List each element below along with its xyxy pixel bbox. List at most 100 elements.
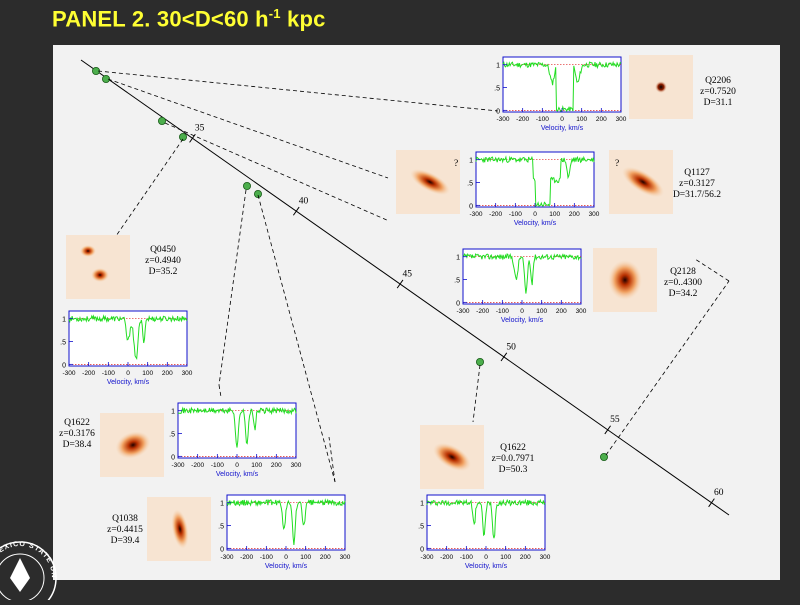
x-tick-label: -200 — [516, 116, 529, 123]
galaxy-image — [420, 425, 484, 489]
page-title: PANEL 2. 30<D<60 h-1 kpc — [52, 6, 326, 32]
x-axis-label: Velocity, km/s — [501, 317, 544, 324]
sightline — [80, 59, 730, 516]
y-tick-label: 0 — [496, 108, 500, 115]
system-name: Q2128 — [670, 267, 696, 277]
x-tick-label: 100 — [300, 554, 311, 561]
x-tick-label: 100 — [549, 211, 560, 218]
y-tick-label: .5 — [467, 181, 473, 188]
flux-curve — [177, 406, 297, 448]
system-name: Q1127 — [684, 168, 710, 178]
x-tick-label: -100 — [260, 554, 273, 561]
connector-line — [97, 70, 499, 112]
seal-icon: NEW MEXICO STATE UNIVERSITY — [0, 515, 57, 605]
y-tick-label: 1 — [469, 158, 473, 165]
x-tick-label: 0 — [520, 308, 524, 315]
x-axis-label: Velocity, km/s — [216, 471, 259, 478]
x-tick-label: 300 — [291, 462, 302, 469]
system-name: Q2206 — [705, 76, 731, 86]
x-tick-label: 200 — [596, 116, 607, 123]
x-tick-label: -200 — [82, 370, 95, 377]
connector-line — [605, 280, 730, 456]
system-redshift: z=0.4940 — [145, 256, 181, 266]
x-tick-label: 200 — [569, 211, 580, 218]
system-distance: D=34.2 — [669, 289, 698, 299]
y-tick-label: 0 — [456, 300, 460, 307]
x-tick-label: 100 — [251, 462, 262, 469]
x-tick-label: 0 — [235, 462, 239, 469]
y-tick-label: 0 — [62, 362, 66, 369]
galaxy-image — [593, 248, 657, 312]
uncertain-mark: ? — [615, 159, 619, 169]
x-tick-label: -100 — [536, 116, 549, 123]
x-tick-label: 300 — [340, 554, 351, 561]
galaxy-core — [621, 166, 665, 198]
university-seal: NEW MEXICO STATE UNIVERSITY — [0, 515, 60, 605]
x-tick-label: 0 — [284, 554, 288, 561]
galaxy-marker — [158, 117, 167, 126]
galaxy-core — [608, 260, 642, 300]
y-tick-label: 0 — [220, 546, 224, 553]
system-name: Q1622 — [64, 418, 90, 428]
system-distance: D=31.1 — [704, 98, 733, 108]
galaxy-core — [91, 268, 109, 282]
x-tick-label: -200 — [191, 462, 204, 469]
flux-curve — [68, 314, 188, 360]
system-redshift: z=0.7520 — [700, 87, 736, 97]
system-redshift: z=0..4300 — [664, 278, 702, 288]
x-tick-label: 0 — [126, 370, 130, 377]
x-tick-label: -300 — [420, 554, 433, 561]
distance-tick — [604, 425, 611, 435]
galaxy-marker — [102, 74, 111, 83]
x-tick-label: -100 — [460, 554, 473, 561]
connector-line — [115, 138, 184, 237]
x-tick-label: -200 — [240, 554, 253, 561]
galaxy-core — [410, 168, 450, 196]
y-tick-label: 1 — [496, 63, 500, 70]
distance-tick — [292, 206, 300, 216]
galaxy-core — [171, 509, 189, 549]
x-tick-label: -300 — [469, 211, 482, 218]
connector-line — [107, 78, 389, 179]
x-tick-label: -200 — [489, 211, 502, 218]
distance-tick — [500, 352, 508, 362]
system-name: Q1622 — [500, 443, 526, 453]
distance-tick-label: 55 — [610, 415, 620, 425]
distance-tick-label: 45 — [403, 269, 413, 279]
svg-text:NEW MEXICO STATE UNIVERSITY: NEW MEXICO STATE UNIVERSITY — [0, 520, 57, 579]
flux-curve — [462, 252, 582, 294]
galaxy-core — [115, 431, 151, 459]
y-tick-label: 1 — [62, 317, 66, 324]
galaxy-core — [433, 442, 471, 472]
y-tick-label: 0 — [420, 546, 424, 553]
galaxy-core — [655, 81, 667, 93]
x-tick-label: -300 — [456, 308, 469, 315]
system-redshift: z=0.0.7971 — [492, 454, 535, 464]
galaxy-image — [147, 497, 211, 561]
x-axis-label: Velocity, km/s — [541, 125, 584, 132]
x-tick-label: 200 — [556, 308, 567, 315]
x-axis-label: Velocity, km/s — [465, 563, 508, 570]
system-redshift: z=0.3127 — [679, 179, 715, 189]
galaxy-marker — [475, 357, 484, 366]
system-redshift: z=0.3176 — [59, 429, 95, 439]
y-tick-label: .5 — [454, 278, 460, 285]
x-tick-label: 300 — [616, 116, 627, 123]
x-tick-label: 0 — [533, 211, 537, 218]
x-tick-label: -300 — [62, 370, 75, 377]
x-tick-label: -100 — [496, 308, 509, 315]
x-tick-label: 100 — [576, 116, 587, 123]
x-tick-label: 300 — [540, 554, 551, 561]
system-distance: D=39.4 — [111, 536, 140, 546]
